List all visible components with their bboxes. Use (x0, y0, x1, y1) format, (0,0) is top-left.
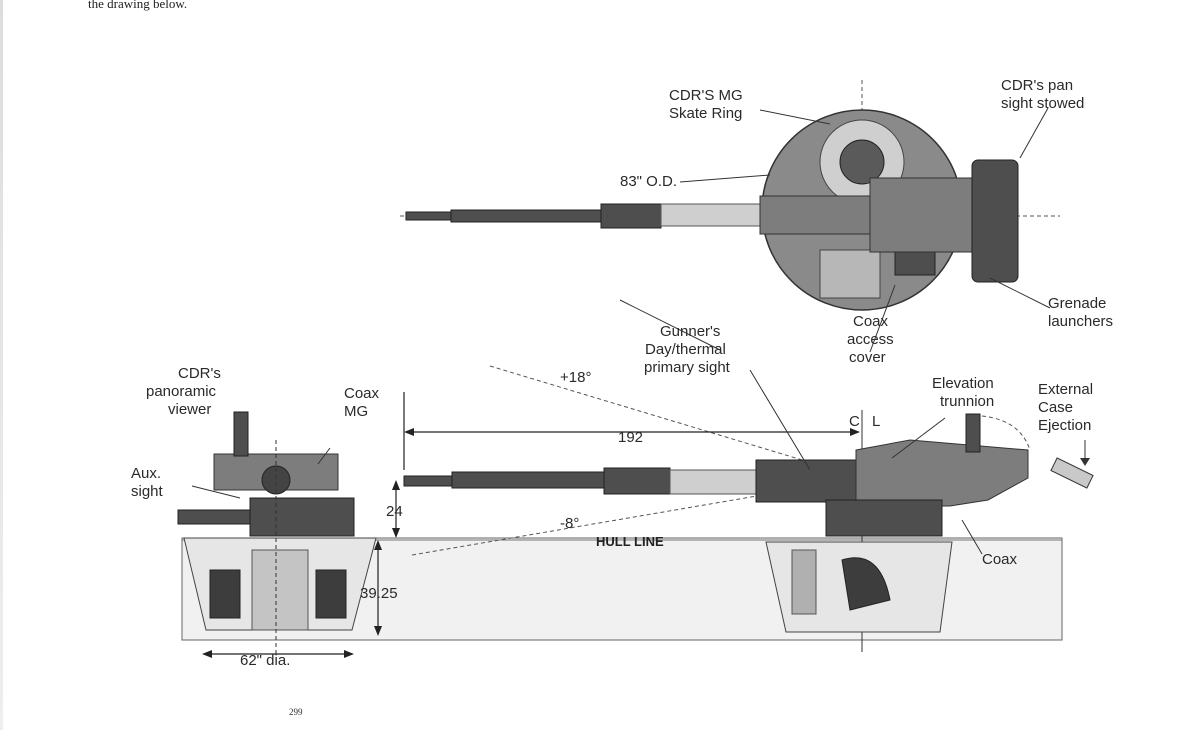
top-barrel-muzzle (600, 203, 662, 229)
label-centerline-l: L (872, 413, 880, 430)
dim-62-arrow-right (344, 650, 354, 658)
side-barrel-tip (403, 475, 453, 487)
leader-diameter (679, 174, 771, 183)
label-cdr-mg: CDR'S MG Skate Ring (669, 87, 747, 122)
label-cdr-viewer: CDR's panoramic viewer (146, 365, 225, 418)
left-seat-1 (209, 569, 241, 619)
label-external-case: External Case Ejection (1038, 381, 1097, 434)
side-turret-body (855, 439, 1029, 507)
left-gun-mantlet (261, 465, 291, 495)
label-coax: Coax (982, 551, 1018, 568)
case-ejection-arc (981, 415, 1031, 451)
dim-24-arrow-bottom (392, 528, 400, 538)
page-gutter-shadow (0, 0, 3, 730)
left-basket-center (251, 549, 309, 631)
label-gunners-sight: Gunner's Day/thermal primary sight (644, 323, 731, 376)
label-elevation-trunnion: Elevation trunnion (932, 375, 998, 410)
left-seat-2 (315, 569, 347, 619)
leader-coax-access (869, 284, 896, 353)
label-centerline-c: C (849, 413, 860, 430)
skate-ring-hatch (839, 139, 885, 185)
leader-pan-sight (1019, 107, 1049, 159)
label-elevation-down: -8° (560, 515, 579, 532)
side-barrel-muzzle (603, 467, 671, 495)
page-number: 299 (289, 707, 303, 717)
dim-3925-arrow-top (374, 540, 382, 550)
top-barrel-bellows (660, 203, 762, 227)
left-turret-base (249, 497, 355, 537)
leader-coax-mg (317, 447, 331, 465)
top-barrel-tip (405, 211, 452, 221)
top-interior-box (819, 249, 881, 299)
left-cdr-viewer (233, 411, 249, 457)
label-grenade-launchers: Grenade launchers (1048, 295, 1113, 330)
label-coax-mg: Coax MG (344, 385, 383, 420)
top-mantlet (759, 195, 871, 235)
ejected-case (1050, 457, 1094, 489)
elevation-up-line (489, 365, 863, 479)
leader-skate-ring (759, 109, 831, 125)
label-aux-sight: Aux. sight (131, 465, 165, 500)
label-dim-height-below: 39.25 (360, 585, 398, 602)
label-dim-diameter: 62" dia. (240, 652, 290, 669)
dim-192-arrow-right (850, 428, 860, 436)
label-diameter: 83" O.D. (620, 173, 677, 190)
label-elevation-up: +18° (560, 369, 591, 386)
dim-62-arrow-left (202, 650, 212, 658)
label-cdr-pan-sight: CDR's pan sight stowed (1001, 77, 1084, 112)
dim-3925-arrow-bottom (374, 626, 382, 636)
side-barrel-mid (451, 471, 605, 489)
leader-coax (961, 519, 983, 555)
top-rear-housing (869, 177, 975, 253)
label-dim-length: 192 (618, 429, 643, 446)
label-hull-line: HULL LINE (596, 534, 664, 549)
side-turret-base (825, 499, 943, 537)
label-dim-height-above: 24 (386, 503, 403, 520)
top-view: CDR'S MG Skate Ring CDR's pan sight stow… (400, 77, 1113, 330)
side-view: HULL LINE +18° -8° C L (131, 284, 1097, 669)
leader-gunners-sight-2 (619, 299, 721, 351)
top-grenade-pack (971, 159, 1019, 283)
side-barrel-bellows (669, 469, 761, 495)
leader-grenade (989, 277, 1051, 309)
leader-aux-sight (191, 485, 241, 499)
side-receiver (755, 459, 857, 503)
intro-text: the drawing below. (88, 0, 188, 11)
dim-24-arrow-top (392, 480, 400, 490)
leader-trunnion (891, 417, 946, 459)
right-basket-ammo (791, 549, 817, 615)
gunner-seat (841, 557, 891, 611)
left-deck (177, 509, 251, 525)
top-barrel-mid (450, 209, 602, 223)
dim-192-arrow-left (404, 428, 414, 436)
side-cdr-sight (965, 413, 981, 453)
leader-gunners-sight-1 (749, 369, 811, 471)
label-coax-access: Coax access cover (847, 313, 898, 366)
ejection-arrowhead (1080, 458, 1090, 466)
